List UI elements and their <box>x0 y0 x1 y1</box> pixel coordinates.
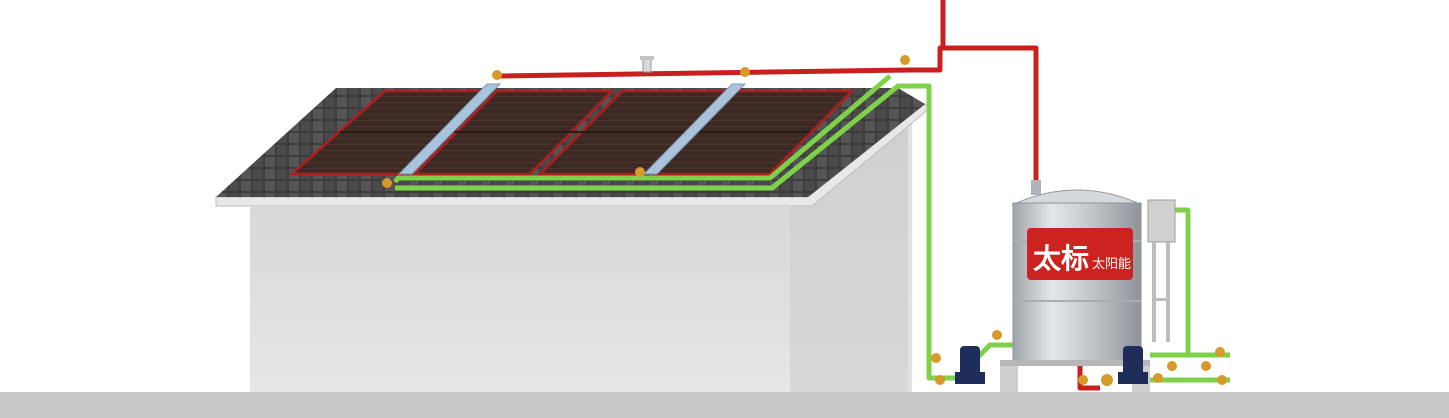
valve-icon <box>992 330 1002 340</box>
valve-icon <box>1101 374 1113 386</box>
water-tank: 太标 太阳能 <box>1000 180 1150 392</box>
valve-icon <box>1217 375 1227 385</box>
manifold-header-1 <box>397 83 502 175</box>
ground <box>0 392 1449 418</box>
valve-icon <box>900 55 910 65</box>
solar-collector-array <box>288 83 855 176</box>
valve-icon <box>931 353 941 363</box>
circulation-pump-2 <box>1118 346 1148 384</box>
valve-icon <box>1153 373 1163 383</box>
tank-brand-big: 太标 <box>1033 242 1089 275</box>
valve-icon <box>1215 347 1225 357</box>
tank-brand-small: 太阳能 <box>1092 257 1131 272</box>
manifold-header-2 <box>642 83 747 175</box>
valve-icon <box>740 67 750 77</box>
valve-icon <box>1201 361 1211 371</box>
circulation-pump-1 <box>955 346 985 384</box>
house-wall <box>250 125 908 392</box>
valve-icon <box>1167 361 1177 371</box>
tank-stand <box>1000 360 1150 366</box>
air-vent-icon <box>640 56 654 73</box>
control-cabinet <box>1147 199 1176 342</box>
valve-icon <box>382 178 392 188</box>
valve-icon <box>1078 375 1088 385</box>
valve-icon <box>935 375 945 385</box>
tank-banner <box>1027 228 1133 280</box>
valve-icon <box>492 70 502 80</box>
valves <box>382 55 1227 386</box>
valve-icon <box>635 167 645 177</box>
tank-body <box>1012 202 1142 364</box>
